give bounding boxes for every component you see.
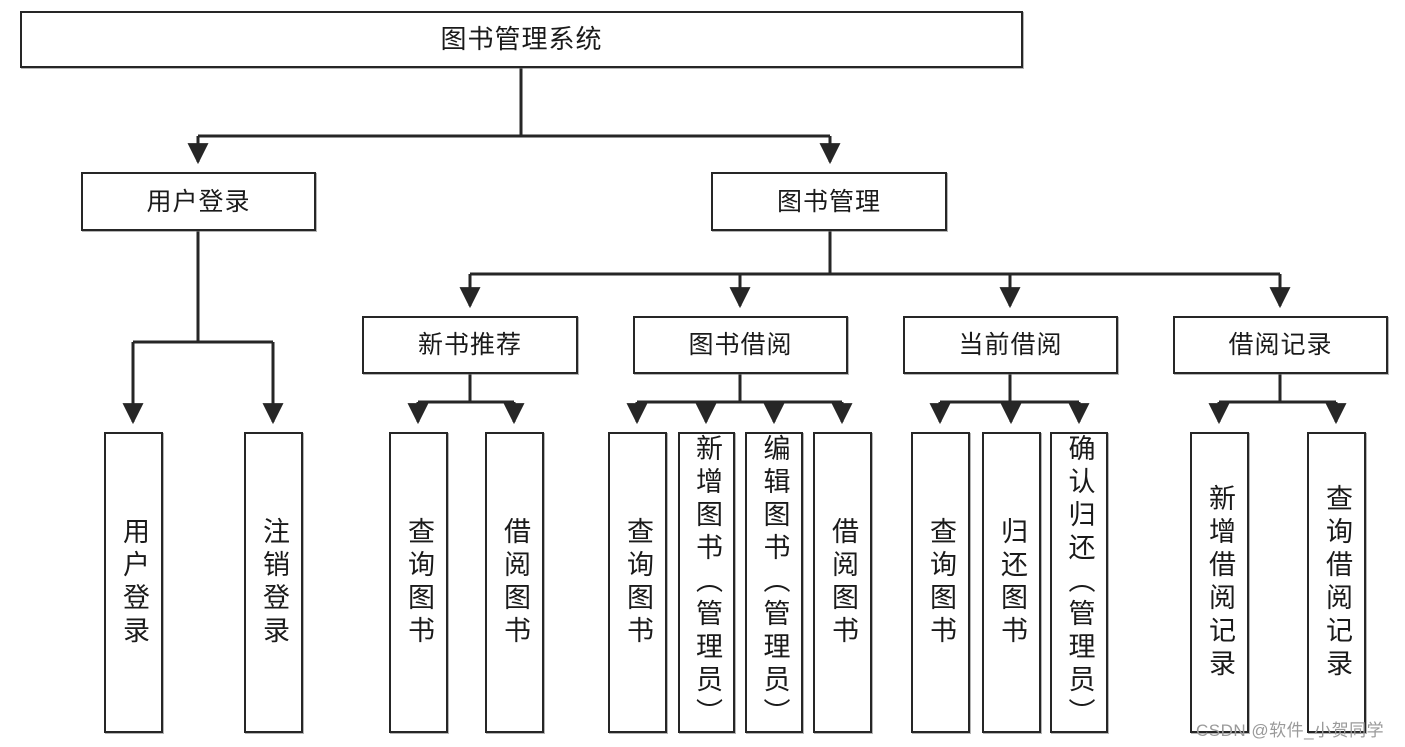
node-label: 借阅记录 bbox=[1228, 331, 1333, 359]
node-leaf-edit-book[interactable]: 编辑图书（管理员） bbox=[745, 432, 803, 733]
node-label: 图书借阅 bbox=[688, 331, 793, 359]
node-label: 图书管理系统 bbox=[440, 23, 603, 54]
node-label: 借阅图书 bbox=[500, 516, 530, 649]
node-leaf-add-book[interactable]: 新增图书（管理员） bbox=[678, 432, 735, 733]
node-label: 新书推荐 bbox=[417, 331, 522, 359]
node-label: 用户登录 bbox=[146, 187, 251, 216]
node-label: 图书管理 bbox=[776, 187, 881, 216]
node-user-login[interactable]: 用户登录 bbox=[81, 172, 316, 231]
node-label: 查询图书 bbox=[926, 516, 956, 649]
node-label: 新增借阅记录 bbox=[1205, 483, 1235, 682]
node-leaf-confirm-return[interactable]: 确认归还（管理员） bbox=[1050, 432, 1108, 733]
node-label: 查询图书 bbox=[404, 516, 434, 649]
node-label: 确认归还（管理员） bbox=[1064, 434, 1095, 731]
node-leaf-add-record[interactable]: 新增借阅记录 bbox=[1190, 432, 1249, 733]
node-leaf-query-record[interactable]: 查询借阅记录 bbox=[1307, 432, 1366, 733]
node-new-book-rec[interactable]: 新书推荐 bbox=[362, 316, 578, 374]
node-current-borrow[interactable]: 当前借阅 bbox=[903, 316, 1118, 374]
node-leaf-return-book[interactable]: 归还图书 bbox=[982, 432, 1041, 733]
node-leaf-query-book-3[interactable]: 查询图书 bbox=[911, 432, 970, 733]
node-label: 查询借阅记录 bbox=[1322, 483, 1352, 682]
node-book-borrow[interactable]: 图书借阅 bbox=[633, 316, 848, 374]
node-label: 查询图书 bbox=[623, 516, 653, 649]
node-label: 归还图书 bbox=[997, 516, 1027, 649]
node-root-system[interactable]: 图书管理系统 bbox=[20, 11, 1023, 68]
node-leaf-user-login[interactable]: 用户登录 bbox=[104, 432, 163, 733]
node-label: 当前借阅 bbox=[958, 331, 1063, 359]
node-label: 编辑图书（管理员） bbox=[759, 434, 790, 731]
node-borrow-record[interactable]: 借阅记录 bbox=[1173, 316, 1388, 374]
node-label: 注销登录 bbox=[259, 516, 289, 649]
node-label: 借阅图书 bbox=[828, 516, 858, 649]
node-label: 新增图书（管理员） bbox=[692, 434, 722, 731]
csdn-watermark: CSDN @软件_小贺同学 bbox=[1196, 721, 1385, 740]
node-label: 用户登录 bbox=[119, 516, 149, 649]
node-leaf-borrow-book-2[interactable]: 借阅图书 bbox=[813, 432, 872, 733]
node-leaf-query-book-1[interactable]: 查询图书 bbox=[389, 432, 448, 733]
node-leaf-query-book-2[interactable]: 查询图书 bbox=[608, 432, 667, 733]
node-leaf-user-logout[interactable]: 注销登录 bbox=[244, 432, 303, 733]
node-leaf-borrow-book-1[interactable]: 借阅图书 bbox=[485, 432, 544, 733]
node-book-manage[interactable]: 图书管理 bbox=[711, 172, 947, 231]
